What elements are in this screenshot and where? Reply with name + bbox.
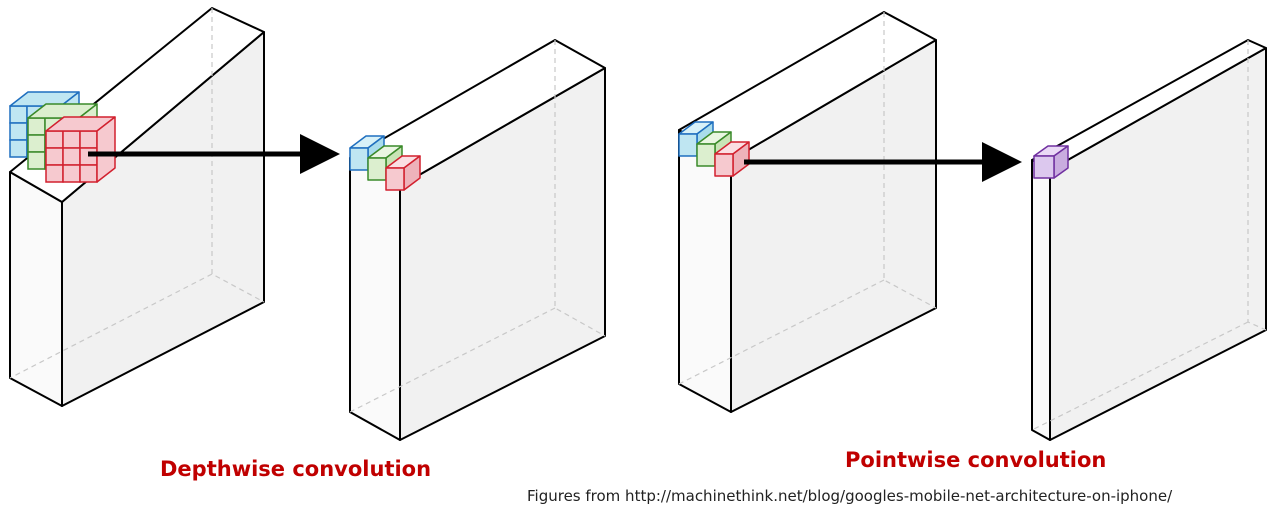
depthwise-output-cells bbox=[349, 135, 421, 191]
pointwise-input-volume bbox=[678, 11, 937, 413]
pointwise-output-cell bbox=[1033, 145, 1069, 179]
pointwise-output-volume bbox=[1031, 39, 1267, 441]
depthwise-kernel-red bbox=[45, 116, 116, 183]
source-note: Figures from http://machinethink.net/blo… bbox=[527, 487, 1173, 505]
depthwise-caption: Depthwise convolution bbox=[160, 457, 432, 481]
pointwise-caption: Pointwise convolution bbox=[845, 448, 1107, 472]
depthwise-input-volume bbox=[9, 7, 265, 407]
depthwise-output-volume bbox=[349, 39, 606, 441]
